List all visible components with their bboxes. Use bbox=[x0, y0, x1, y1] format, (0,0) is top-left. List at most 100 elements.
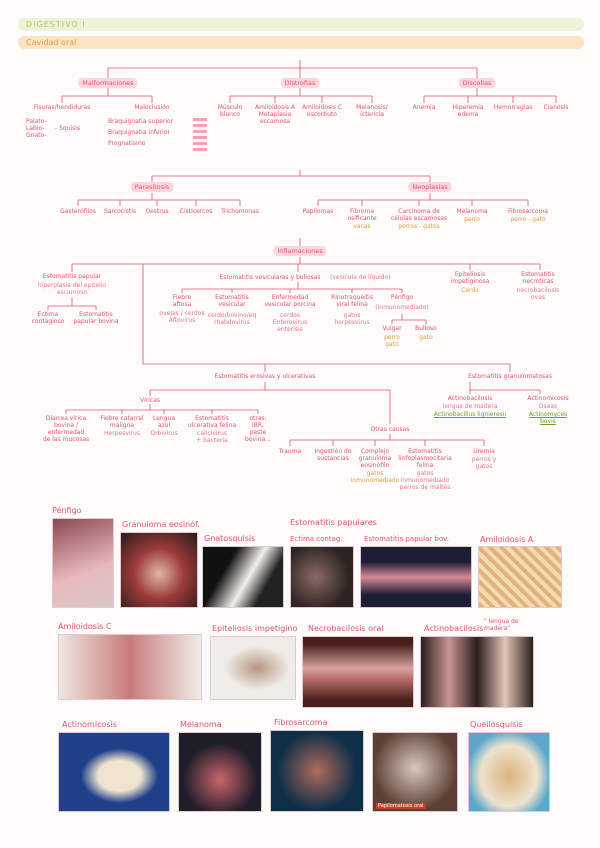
linfoplasmocitaria-sub: gatos inmunomediado perros de maltés bbox=[399, 470, 451, 491]
estomatitis-felina-node: Estomatitis ulcerativa felina bbox=[187, 415, 237, 429]
papular-node: Estomatitis papular bbox=[42, 273, 102, 280]
papilomas-node: Papilomas bbox=[302, 208, 334, 215]
actinomicosis-node: Actinomicosis bbox=[527, 395, 569, 402]
trichomonas-node: Trichomonas bbox=[221, 208, 259, 215]
vesiculares-node: Estomatitis vesiculares y bullosas bbox=[219, 274, 321, 281]
title-banner: DIGESTIVO I bbox=[18, 18, 584, 31]
musculo-node: Músculo blanco bbox=[217, 104, 243, 118]
photo-penfigo bbox=[52, 518, 114, 608]
gasterofilos-node: Gasterófilos bbox=[60, 208, 96, 215]
photo-title-melanoma: Melanoma bbox=[180, 720, 222, 729]
decorative-stripes bbox=[193, 118, 207, 158]
vesiculares-note: (vesícula de líquido) bbox=[330, 274, 391, 281]
photo-gnatosquisis bbox=[202, 546, 284, 608]
malformaciones-node: Malformaciones bbox=[78, 78, 138, 88]
trauma-node: Trauma bbox=[278, 448, 302, 455]
photo-title-gnatosquisis: Gnatosquisis bbox=[204, 534, 256, 543]
estomatitis-felina-sub: calicivirus + bacteria bbox=[196, 430, 228, 444]
page-title: DIGESTIVO I bbox=[26, 20, 86, 29]
photo-title-penfigo: Pénfigo bbox=[52, 506, 82, 515]
cianosis-node: Cianosis bbox=[543, 104, 569, 111]
fiebre-catarral-sub: Herpesvirus bbox=[104, 430, 140, 437]
linfoplasmocitaria-node: Estomatitis linfoplasmocitaria felina bbox=[398, 448, 452, 469]
sarcocistis-node: Sarcocistis bbox=[103, 208, 137, 215]
photo-title-queilosquisis: Queilosquisis bbox=[470, 720, 523, 729]
enfermedad-vesicular-node: Enfermedad vesicular porcina bbox=[264, 294, 316, 308]
photo-fibrosarcoma bbox=[270, 730, 364, 812]
fisuras-node: Fisuras/hendiduras bbox=[33, 104, 91, 111]
viricas-node: Víricas bbox=[139, 397, 161, 404]
penfigo-node: Pénfigo bbox=[390, 294, 414, 301]
maloclusion-node: Maloclusión bbox=[134, 104, 170, 111]
actinobacilosis-sub: lengua de madera bbox=[442, 403, 498, 410]
complejo-sub: gatos inmunomediado bbox=[350, 470, 400, 484]
fiebre-catarral-node: Fiebre catarral maligna bbox=[100, 415, 144, 429]
distrofias-node: Distrofias bbox=[280, 78, 320, 88]
epiteliosis-sub: Cerdo bbox=[461, 287, 479, 294]
estomatitis-vesicular-sub: cerdo/bovino/eq rhabdovirus bbox=[207, 312, 257, 326]
inflamaciones-node: Inflamaciones bbox=[273, 246, 327, 256]
rinotraqueitis-sub: gatos herpesvirus bbox=[334, 312, 370, 326]
photo-ectima bbox=[290, 546, 354, 608]
melanosis-node: Melanosis/ ictericia bbox=[356, 104, 388, 118]
photo-melanoma bbox=[178, 732, 262, 812]
actinomicosis-sub: Óseas bbox=[538, 403, 558, 410]
photo-necrobacilosis bbox=[302, 636, 414, 708]
fiebre-aftosa-node: Fiebre aftosa bbox=[172, 294, 192, 308]
amiloidosis-a-node: Amiloidosis A Metaplasia escamosa bbox=[254, 104, 296, 125]
fiebre-aftosa-sub: ovejas / cerdos Aftovirus bbox=[159, 310, 205, 324]
fibrosarcoma-node: Fibrosarcoma bbox=[507, 208, 549, 215]
carcinoma-species: perros - gatos bbox=[398, 223, 440, 230]
otras-causas-node: Otras causas bbox=[370, 426, 410, 433]
diarrea-node: Diarrea vírica bovina / enfermedad de la… bbox=[42, 415, 90, 443]
ingestion-node: Ingestión de sustancias bbox=[314, 448, 352, 462]
photo-queilosquisis bbox=[468, 732, 550, 812]
photo-papular-bov bbox=[360, 546, 472, 608]
hiperemia-node: Hiperemia edema bbox=[452, 104, 484, 118]
discolias-node: Discolias bbox=[458, 78, 496, 88]
granulomatosas-node: Estomatitis granulomatosas bbox=[468, 373, 552, 380]
vulgar-sub: perro gato bbox=[384, 334, 400, 348]
enfermedad-vesicular-sub: cerdos Enterovirus enterisis bbox=[272, 312, 308, 333]
photo-title-ectima: Ectima contag. bbox=[290, 535, 343, 543]
uremia-node: Uremia bbox=[473, 448, 495, 455]
photo-title-fibrosarcoma: Fibrosarcoma bbox=[274, 718, 328, 727]
photo-amiloidosis-c bbox=[58, 634, 202, 700]
penfigo-sub: (inmunomediado) bbox=[375, 304, 429, 311]
carcinoma-node: Carcinoma de células escamosas bbox=[390, 208, 448, 222]
photo-papilomatosis: Papilomatosis oral bbox=[372, 732, 458, 812]
fibrosarcoma-species: perro - gato bbox=[510, 216, 546, 223]
photo-title-papular-bov: Estomatitis papular bov. bbox=[364, 535, 449, 543]
papular-bovina-node: Estomatitis papular bovina bbox=[73, 311, 119, 325]
fisuras-list: Palato- Labio- Gnato- bbox=[26, 118, 47, 139]
photo-amiloidosis-a bbox=[478, 546, 562, 608]
photo-actinobacilosis bbox=[420, 636, 534, 708]
oestrus-node: Oestrus bbox=[145, 208, 169, 215]
estomatitis-vesicular-node: Estomatitis vesicular bbox=[215, 294, 249, 308]
photo-title-necrobacilosis: Necrobacilosis oral bbox=[308, 624, 384, 633]
photo-title-epiteliosis: Epiteliosis impetigino bbox=[212, 624, 298, 633]
melanoma-node: Melanoma bbox=[456, 208, 488, 215]
photo-granuloma bbox=[120, 532, 198, 608]
hemorragias-node: Hemorragias bbox=[493, 104, 533, 111]
otras-viricas-node: otras: IBR, peste bovina... bbox=[245, 415, 271, 443]
bulloso-node: Bulloso bbox=[415, 325, 437, 332]
photo-title-actinomicosis: Actinomicosis bbox=[62, 720, 117, 729]
melanoma-species: perro bbox=[464, 216, 480, 223]
vulgar-node: Vulgar bbox=[382, 325, 402, 332]
section-title: Cavidad oral bbox=[26, 38, 77, 47]
complejo-node: Complejo granuloma eosinófilo bbox=[358, 448, 392, 469]
lengua-azul-node: Lengua azul bbox=[152, 415, 176, 429]
photo-title-amiloidosis-a: Amiloidosis A bbox=[480, 535, 534, 544]
necroticas-node: Estomatitis necróticas bbox=[521, 271, 555, 285]
bulloso-sub: gato bbox=[419, 334, 433, 341]
anemia-node: Anemia bbox=[412, 104, 436, 111]
section-banner: Cavidad oral bbox=[18, 36, 584, 49]
neoplasias-node: Neoplasias bbox=[408, 182, 452, 192]
photo-label-papilomatosis: Papilomatosis oral bbox=[376, 803, 426, 809]
uremia-sub: perros y gatos bbox=[471, 456, 497, 470]
photo-title-granuloma: Granuloma eosinóf. bbox=[122, 520, 200, 529]
epiteliosis-node: Epiteliosis impetiginosa bbox=[450, 271, 490, 285]
actinomicosis-agent: Actinomyces bovis bbox=[528, 411, 568, 425]
